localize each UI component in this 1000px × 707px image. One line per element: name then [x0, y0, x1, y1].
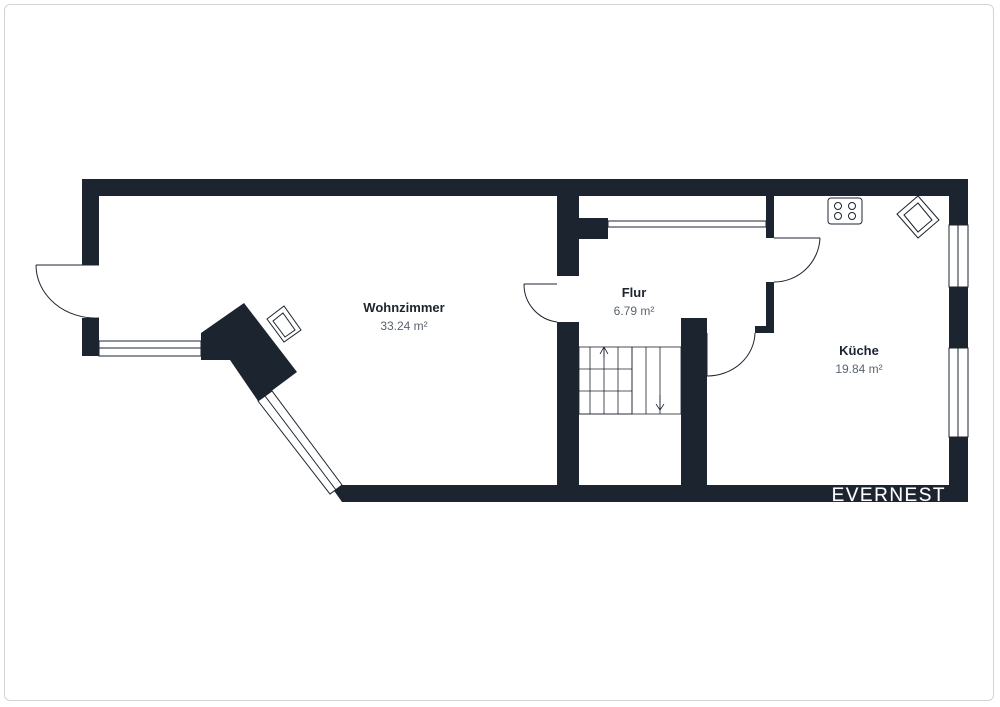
walls	[82, 179, 968, 502]
window-flur-top	[607, 220, 767, 228]
wall-top	[82, 179, 968, 196]
wall-partition-2-foot	[755, 326, 774, 333]
room-area-flur: 6.79 m²	[614, 304, 655, 318]
wall-partition-2-lower	[766, 282, 774, 333]
door-flur-arc	[523, 283, 558, 323]
door-kueche-arc	[773, 237, 821, 283]
wall-partition-1-upper	[557, 179, 579, 276]
wall-left-upper	[82, 179, 99, 265]
stove-icon	[827, 197, 863, 225]
room-area-kueche: 19.84 m²	[835, 362, 882, 376]
room-name-wohnzimmer: Wohnzimmer	[363, 300, 444, 315]
staircase	[578, 346, 682, 415]
wall-stub	[579, 218, 608, 239]
brand-logo: EVERNEST	[832, 485, 946, 506]
wall-bottom	[330, 485, 968, 502]
wall-right-mid	[949, 287, 968, 348]
door-stair-arc	[706, 332, 756, 377]
wall-left-lower	[82, 318, 99, 356]
chimney-block	[201, 303, 297, 401]
door-entrance-arc	[35, 264, 100, 319]
windows	[98, 220, 969, 495]
doors	[35, 237, 821, 377]
wall-partition-1-lower	[557, 322, 579, 502]
room-name-flur: Flur	[622, 285, 647, 300]
room-area-wohnzimmer: 33.24 m²	[380, 319, 427, 333]
wall-partition-2	[766, 196, 774, 238]
wall-stair	[681, 318, 707, 502]
wall-right-top	[949, 179, 968, 225]
room-name-kueche: Küche	[839, 343, 879, 358]
fireplace-icon	[266, 305, 302, 343]
sink-icon	[896, 195, 940, 239]
